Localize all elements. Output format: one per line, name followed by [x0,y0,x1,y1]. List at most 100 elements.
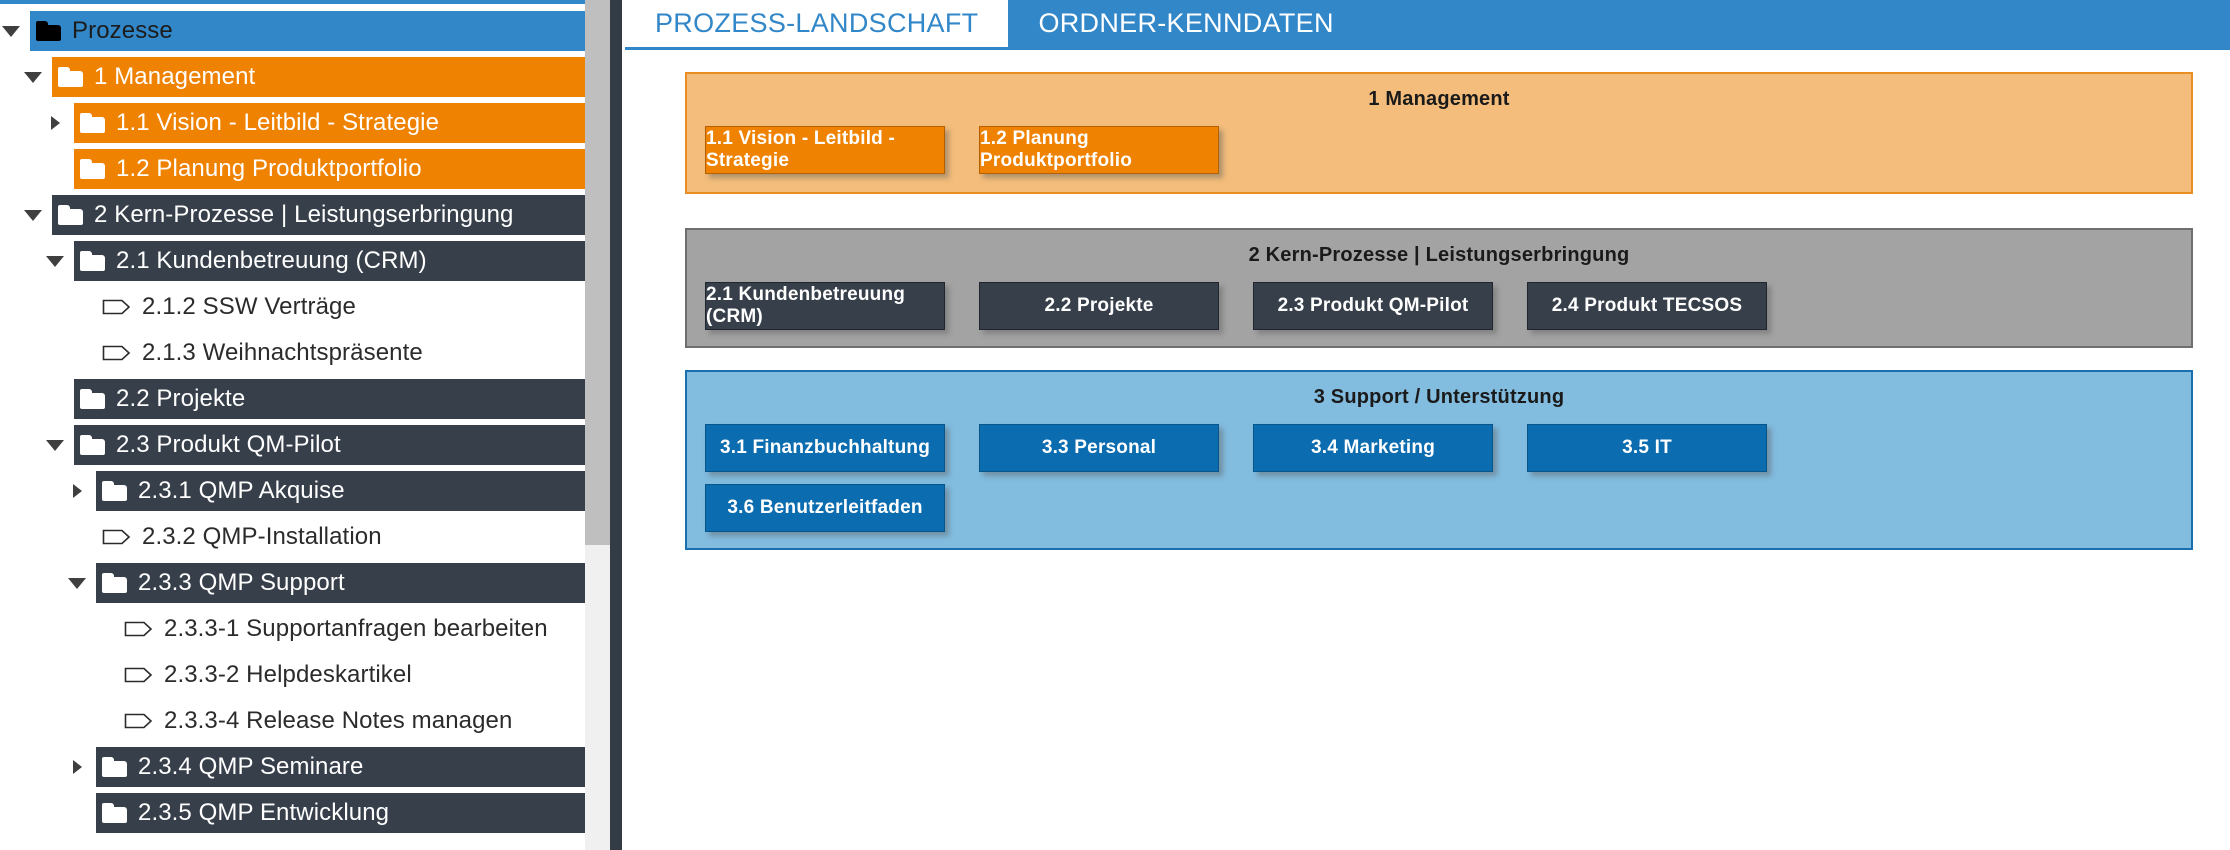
chevron-down-icon[interactable] [46,252,64,270]
process-tile[interactable]: 1.1 Vision - Leitbild - Strategie [705,126,945,174]
folder-icon [102,573,128,593]
tree-item-band[interactable]: 2.3 Produkt QM-Pilot [74,425,585,465]
chevron-down-icon[interactable] [2,22,20,40]
process-tile[interactable]: 3.3 Personal [979,424,1219,472]
chevron-down-icon[interactable] [46,436,64,454]
process-tile[interactable]: 2.1 Kundenbetreuung (CRM) [705,282,945,330]
tree-item-label: 2.2 Projekte [116,385,246,412]
chevron-down-icon[interactable] [68,574,86,592]
folder-icon [80,435,106,455]
tree-item-13[interactable]: 2.3.3-1 Supportanfragen bearbeiten [0,606,585,652]
tree-item-band[interactable]: 2.3.2 QMP-Installation [96,517,585,557]
tree-top-accent-bar [0,0,610,4]
tab-underline [625,47,2230,50]
tree-item-5[interactable]: 2.1 Kundenbetreuung (CRM) [0,238,585,284]
process-section-3: 3 Support / Unterstützung 3.1 Finanzbuchh… [685,370,2193,550]
tree-item-band[interactable]: 2.1.3 Weihnachtspräsente [96,333,585,373]
chevron-right-icon[interactable] [68,758,86,776]
document-icon [124,665,154,685]
tree-item-band[interactable]: 2.3.1 QMP Akquise [96,471,585,511]
chevron-down-icon[interactable] [24,68,42,86]
tree-item-band[interactable]: 2.3.5 QMP Entwicklung [96,793,585,833]
tree-item-band[interactable]: 2.3.3-4 Release Notes managen [118,701,585,741]
tree-item-label: 2.1 Kundenbetreuung (CRM) [116,247,427,274]
tree-item-band[interactable]: 1 Management [52,57,585,97]
tree-item-1[interactable]: 1 Management [0,54,585,100]
tree-item-7[interactable]: 2.1.3 Weihnachtspräsente [0,330,585,376]
tab-ordner-kenndaten[interactable]: ORDNER-KENNDATEN [1008,0,1364,47]
tree-item-band[interactable]: 2.3.3-1 Supportanfragen bearbeiten [118,609,585,649]
document-icon [102,527,132,547]
tree-item-band[interactable]: 2.3.3 QMP Support [96,563,585,603]
tree-item-band[interactable]: 2.1 Kundenbetreuung (CRM) [74,241,585,281]
tree-item-label: Prozesse [72,17,173,44]
chevron-right-icon[interactable] [46,114,64,132]
tree-item-label: 2.3 Produkt QM-Pilot [116,431,341,458]
tree-item-16[interactable]: 2.3.4 QMP Seminare [0,744,585,790]
tree-scrollbar-thumb[interactable] [585,0,610,545]
tree-item-17[interactable]: 2.3.5 QMP Entwicklung [0,790,585,836]
folder-icon [36,21,62,41]
section-title: 2 Kern-Prozesse | Leistungserbringung [1248,244,1630,266]
process-tile[interactable]: 2.2 Projekte [979,282,1219,330]
tree-item-label: 2.3.4 QMP Seminare [138,753,364,780]
document-icon [124,711,154,731]
folder-tree-pane: Prozesse 1 Management 1.1 Vision - Leitbil… [0,0,610,850]
chevron-down-icon[interactable] [24,206,42,224]
process-tile[interactable]: 3.5 IT [1527,424,1767,472]
tree-item-band[interactable]: 2.3.4 QMP Seminare [96,747,585,787]
tree-item-band[interactable]: 1.1 Vision - Leitbild - Strategie [74,103,585,143]
tree-item-4[interactable]: 2 Kern-Prozesse | Leistungserbringung [0,192,585,238]
folder-icon [58,205,84,225]
folder-icon [80,389,106,409]
tree-item-band[interactable]: 2.3.3-2 Helpdeskartikel [118,655,585,695]
pane-divider[interactable] [610,0,622,850]
process-tile[interactable]: 2.4 Produkt TECSOS [1527,282,1767,330]
tree-item-band[interactable]: 1.2 Planung Produktportfolio [74,149,585,189]
process-tile[interactable]: 3.4 Marketing [1253,424,1493,472]
tree-item-label: 1.2 Planung Produktportfolio [116,155,422,182]
folder-icon [102,481,128,501]
tree-item-label: 2.3.3-2 Helpdeskartikel [164,661,412,688]
document-icon [124,619,154,639]
process-tile[interactable]: 1.2 Planung Produktportfolio [979,126,1219,174]
tree-item-6[interactable]: 2.1.2 SSW Verträge [0,284,585,330]
tree-item-10[interactable]: 2.3.1 QMP Akquise [0,468,585,514]
tree-item-2[interactable]: 1.1 Vision - Leitbild - Strategie [0,100,585,146]
folder-tree: Prozesse 1 Management 1.1 Vision - Leitbil… [0,8,585,836]
tree-item-8[interactable]: 2.2 Projekte [0,376,585,422]
tree-item-label: 2.1.3 Weihnachtspräsente [142,339,423,366]
tree-item-label: 2.1.2 SSW Verträge [142,293,356,320]
tree-item-band[interactable]: 2.1.2 SSW Verträge [96,287,585,327]
tree-item-band[interactable]: Prozesse [30,11,585,51]
tree-item-label: 1.1 Vision - Leitbild - Strategie [116,109,440,136]
tree-item-label: 2.3.5 QMP Entwicklung [138,799,390,826]
tree-item-label: 2.3.3 QMP Support [138,569,345,596]
process-tile[interactable]: 3.1 Finanzbuchhaltung [705,424,945,472]
section-title: 3 Support / Unterstützung [1313,386,1565,408]
folder-icon [102,757,128,777]
process-tile[interactable]: 3.6 Benutzerleitfaden [705,484,945,532]
folder-icon [80,113,106,133]
folder-icon [58,67,84,87]
tree-item-14[interactable]: 2.3.3-2 Helpdeskartikel [0,652,585,698]
chevron-right-icon[interactable] [68,482,86,500]
tree-scrollbar-track[interactable] [585,0,610,850]
tree-item-band[interactable]: 2 Kern-Prozesse | Leistungserbringung [52,195,585,235]
tree-item-0[interactable]: Prozesse [0,8,585,54]
tree-item-9[interactable]: 2.3 Produkt QM-Pilot [0,422,585,468]
process-tile[interactable]: 2.3 Produkt QM-Pilot [1253,282,1493,330]
folder-icon [80,159,106,179]
tree-item-3[interactable]: 1.2 Planung Produktportfolio [0,146,585,192]
tree-item-11[interactable]: 2.3.2 QMP-Installation [0,514,585,560]
tree-item-band[interactable]: 2.2 Projekte [74,379,585,419]
tree-item-15[interactable]: 2.3.3-4 Release Notes managen [0,698,585,744]
tree-item-12[interactable]: 2.3.3 QMP Support [0,560,585,606]
folder-icon [102,803,128,823]
tab-prozess-landschaft[interactable]: PROZESS-LANDSCHAFT [625,0,1009,47]
